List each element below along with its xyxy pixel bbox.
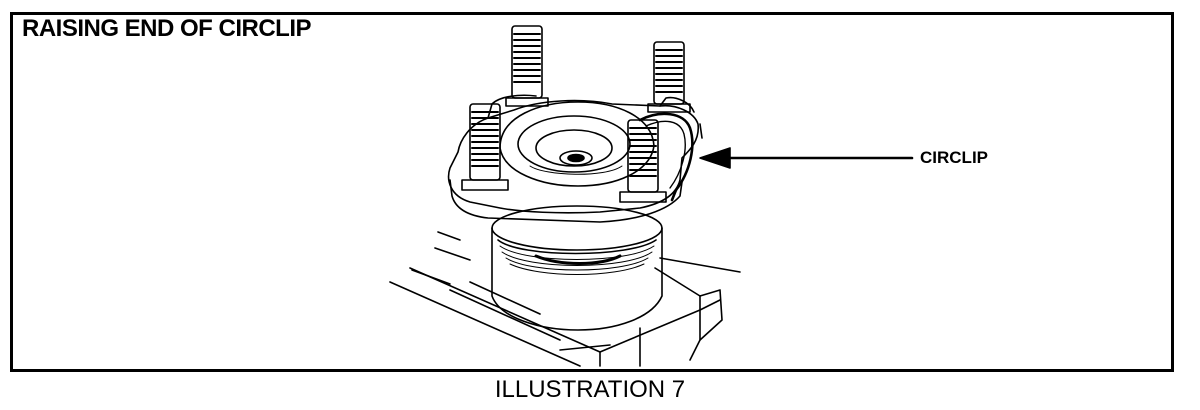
circlip-callout-label: CIRCLIP bbox=[920, 148, 988, 167]
wheel-stud-rear-left bbox=[505, 25, 549, 107]
wheel-stud-rear-right bbox=[647, 41, 691, 113]
circlip-callout-arrow bbox=[699, 147, 914, 169]
circlip bbox=[638, 112, 694, 202]
centre-boss bbox=[499, 101, 655, 187]
figure-title: RAISING END OF CIRCLIP bbox=[22, 15, 312, 42]
figure-frame bbox=[10, 12, 1174, 372]
hub-flange bbox=[447, 94, 703, 223]
figure-caption: ILLUSTRATION 7 bbox=[494, 376, 686, 403]
wheel-stud-front-left bbox=[461, 103, 509, 191]
wheel-stud-front-right bbox=[619, 119, 667, 203]
base-block bbox=[389, 231, 741, 367]
hub-body bbox=[491, 205, 663, 331]
